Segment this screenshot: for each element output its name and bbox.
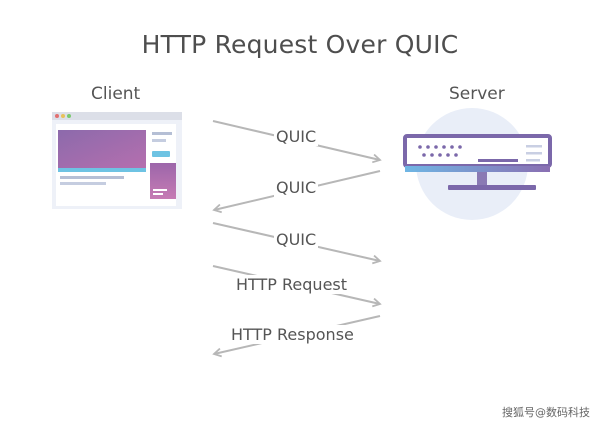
message-label-quic-3: QUIC — [274, 230, 319, 249]
message-label-http-response: HTTP Response — [229, 325, 356, 344]
diagram-title: HTTP Request Over QUIC — [141, 30, 459, 59]
client-browser-icon — [52, 112, 182, 209]
server-icon — [403, 108, 552, 220]
message-label-quic-1: QUIC — [274, 127, 319, 146]
server-label: Server — [449, 84, 505, 104]
message-label-quic-2: QUIC — [274, 178, 319, 197]
watermark-text: 搜狐号@数码科技 — [502, 406, 590, 419]
message-label-http-request: HTTP Request — [234, 275, 350, 294]
client-label: Client — [91, 84, 141, 104]
